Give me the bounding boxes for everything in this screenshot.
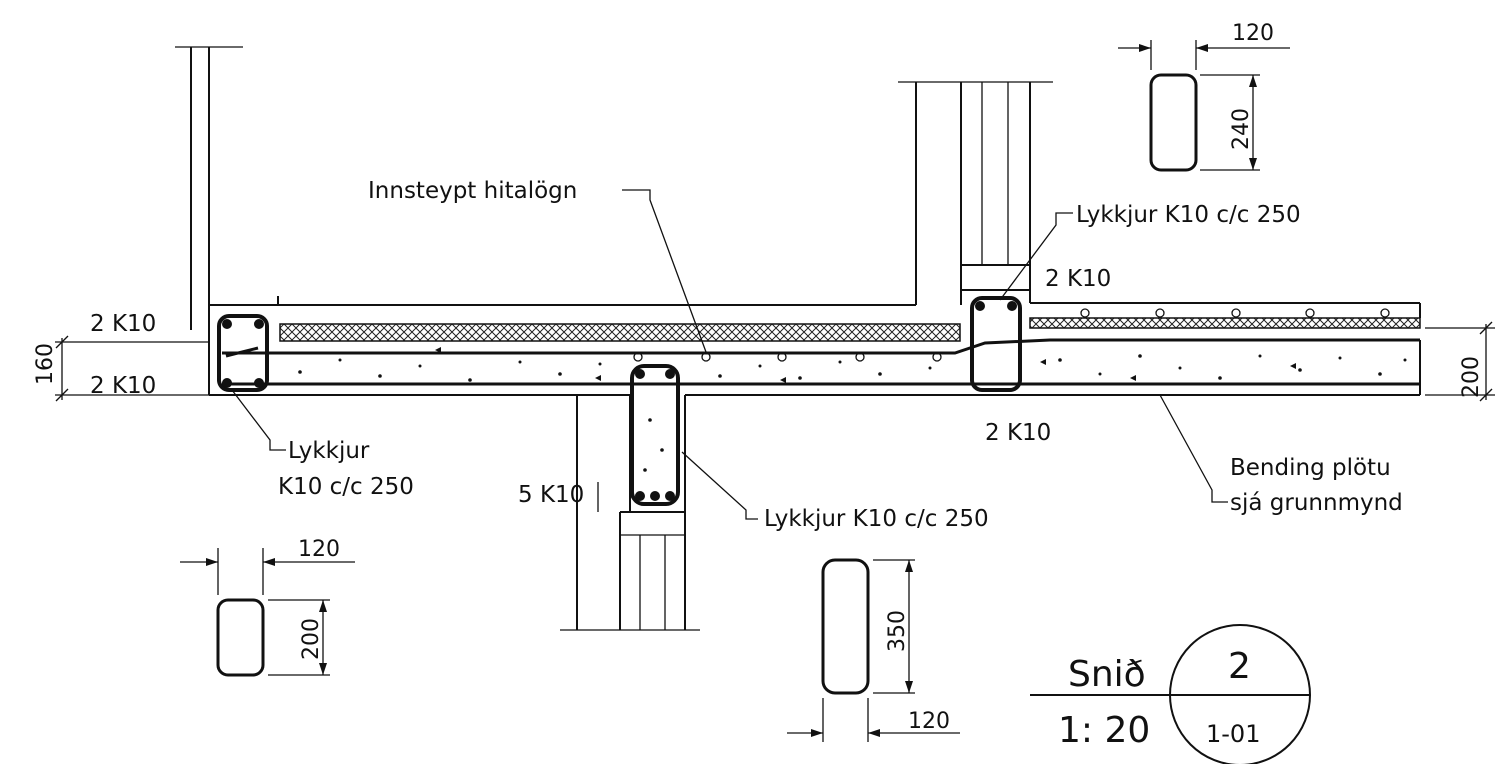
label-heating-pipe: Innsteypt hitalögn: [368, 178, 577, 204]
label-slab-rebar-2: sjá grunnmynd: [1230, 490, 1403, 516]
label-top-bars-left: 2 K10: [90, 311, 156, 337]
label-stirrups-left-1: Lykkjur: [288, 438, 370, 464]
dim-top-height-text: 240: [1229, 108, 1254, 150]
detail-top: [1118, 40, 1290, 172]
section-title: Snið: [1068, 654, 1146, 695]
heating-pipes: [633, 308, 1390, 362]
title-block: [1030, 624, 1311, 764]
dim-slab-left-text: 160: [33, 343, 58, 385]
label-bottom-bars-mid: 2 K10: [985, 420, 1051, 446]
lower-wall: [560, 395, 700, 631]
section-number: 2: [1228, 646, 1251, 687]
label-beam-bars: 5 K10: [518, 482, 584, 508]
right-wall-stirrup: [960, 290, 1031, 392]
sheet-number: 1-01: [1206, 720, 1260, 748]
upper-wall: [898, 81, 1053, 305]
detail-bottom: [787, 558, 960, 742]
label-stirrups-left-2: K10 c/c 250: [278, 474, 414, 500]
section-scale: 1: 20: [1058, 710, 1150, 751]
concrete-hatch: [298, 347, 1407, 383]
label-top-bars-right: 2 K10: [1045, 266, 1111, 292]
dim-left-height-text: 200: [299, 618, 324, 660]
label-bottom-bars-left: 2 K10: [90, 373, 156, 399]
left-beam-stirrup: [217, 314, 269, 392]
label-slab-rebar-1: Bending plötu: [1230, 455, 1391, 481]
dim-slab-left: [55, 335, 209, 402]
dim-top-width-text: 120: [1232, 21, 1274, 46]
label-stirrups-mid: Lykkjur K10 c/c 250: [764, 506, 989, 532]
left-wall: [175, 46, 243, 330]
dim-bottom-height-text: 350: [885, 610, 910, 652]
label-stirrups-right: Lykkjur K10 c/c 250: [1076, 202, 1301, 228]
dim-slab-right: [1425, 321, 1495, 402]
leader-lines: [231, 189, 1228, 520]
dim-left-width-text: 120: [298, 537, 340, 562]
dim-bottom-width-text: 120: [908, 709, 950, 734]
detail-left: [180, 548, 355, 677]
dim-slab-right-text: 200: [1459, 356, 1484, 398]
slab: [208, 296, 1421, 396]
downstand-beam: [620, 364, 686, 513]
